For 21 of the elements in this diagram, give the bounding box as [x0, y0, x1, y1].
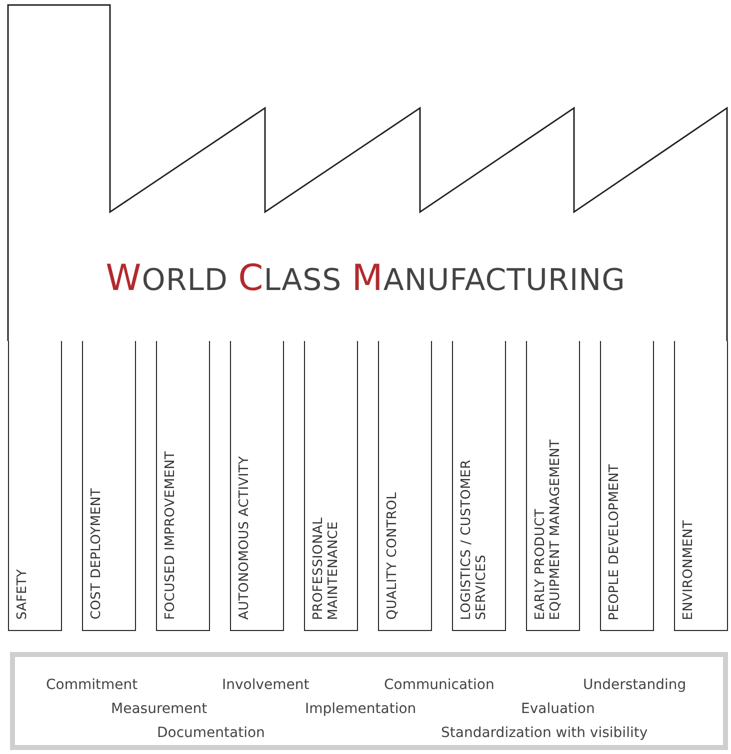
- value-word: Understanding: [583, 677, 686, 693]
- pillar: PROFESSIONAL MAINTENANCE: [304, 341, 358, 631]
- pillar: FOCUSED IMPROVEMENT: [156, 341, 210, 631]
- pillar: ENVIRONMENT: [674, 341, 728, 631]
- value-word: Involvement: [222, 677, 310, 693]
- pillar: LOGISTICS / CUSTOMER SERVICES: [452, 341, 506, 631]
- value-word: Communication: [384, 677, 494, 693]
- value-word: Standardization with visibility: [441, 725, 648, 741]
- factory-label: WORLD CLASS MANUFACTURING: [104, 258, 626, 299]
- value-word: Documentation: [157, 725, 265, 741]
- pillar: PEOPLE DEVELOPMENT: [600, 341, 654, 631]
- pillar: AUTONOMOUS ACTIVITY: [230, 341, 284, 631]
- pillar: QUALITY CONTROL: [378, 341, 432, 631]
- value-word: Implementation: [305, 701, 416, 717]
- pillar: EARLY PRODUCT EQUIPMENT MANAGEMENT: [526, 341, 580, 631]
- pillar: COST DEPLOYMENT: [82, 341, 136, 631]
- value-word: Commitment: [46, 677, 138, 693]
- value-word: Measurement: [111, 701, 208, 717]
- value-word: Evaluation: [521, 701, 595, 717]
- foundation-band: [10, 652, 728, 750]
- pillar: SAFETY: [8, 341, 62, 631]
